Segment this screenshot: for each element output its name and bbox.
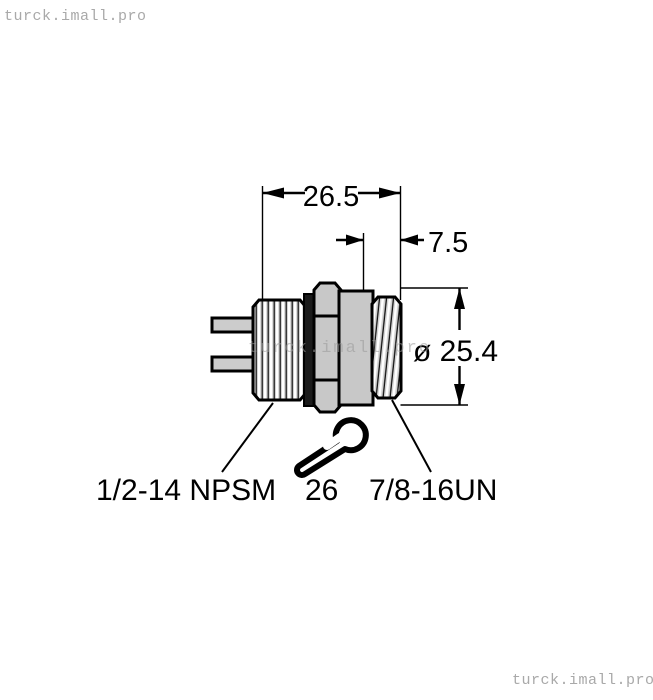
watermark-overlay-center: turck.imall.pro (248, 339, 431, 358)
callout-label-wrench-size: 26 (305, 474, 338, 507)
dimension-label-diameter-bg (408, 330, 504, 366)
un-thread-profile (370, 295, 403, 400)
dimension-outer-diameter: ø 25.4 (408, 288, 504, 405)
arrowhead-7-5-right (400, 234, 418, 246)
extension-lines (261, 186, 468, 406)
un-threaded-section (370, 295, 403, 400)
connector-assembly (210, 281, 403, 414)
leader-line-un (391, 399, 432, 473)
dimension-thread-length: 7.5 (336, 227, 468, 259)
arrowhead-7-5-left (346, 234, 364, 246)
watermark-top-left: turck.imall.pro (4, 8, 147, 25)
dimension-label-overall-length: 26.5 (303, 181, 359, 213)
callout-label-un: 7/8-16UN (369, 474, 497, 507)
arrowhead-26-right (379, 187, 401, 199)
leader-lines (221, 399, 432, 473)
callout-labels: 1/2-14 NPSM 26 7/8-16UN (96, 474, 497, 507)
dimension-overall-length: 26.5 (262, 181, 401, 213)
arrowhead-diameter-bottom (454, 384, 465, 405)
dimension-label-thread-length: 7.5 (428, 227, 468, 259)
solder-pin-lower (210, 355, 258, 373)
arrowhead-diameter-top (454, 288, 465, 309)
leader-line-npsm (221, 402, 274, 473)
callout-label-npsm: 1/2-14 NPSM (96, 474, 276, 507)
watermark-bottom-right: turck.imall.pro (512, 672, 653, 689)
wrench-icon (294, 417, 369, 478)
wrench-icon-outline (294, 417, 369, 478)
dimension-label-outer-diameter: ø 25.4 (413, 335, 498, 368)
arrowhead-26-left (262, 187, 284, 199)
solder-pin-upper (210, 316, 258, 334)
wrench-icon-jaw-gap (323, 433, 344, 450)
